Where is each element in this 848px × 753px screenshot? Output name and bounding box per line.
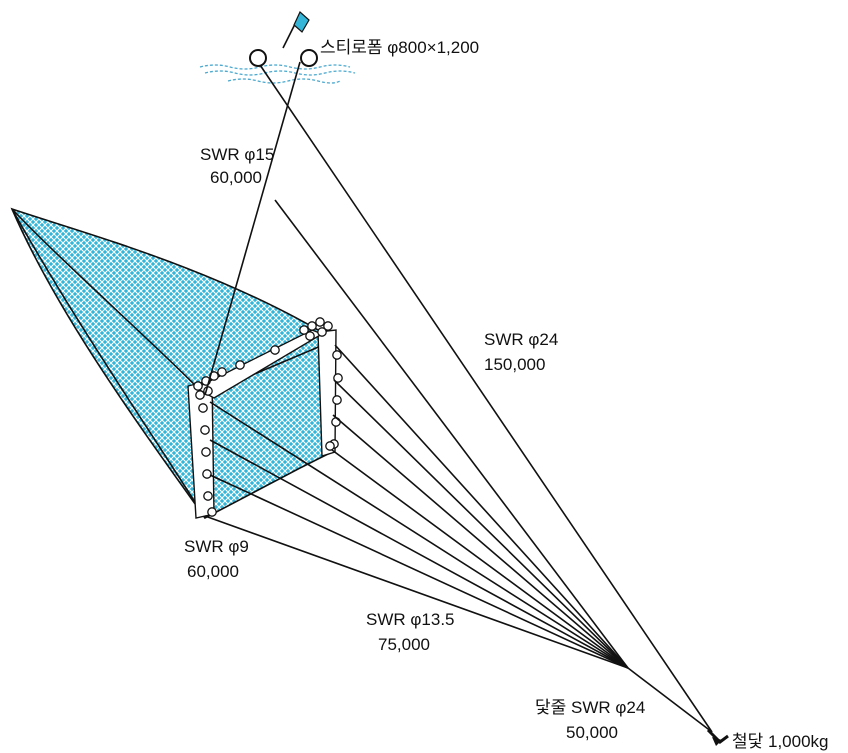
flag-icon	[282, 11, 310, 49]
float-ball	[270, 345, 280, 355]
float-ball	[332, 395, 342, 405]
rope-swr24-main	[257, 61, 713, 733]
float-ball	[317, 327, 327, 337]
float-ball	[307, 321, 317, 331]
buoy-icon	[300, 49, 318, 67]
rope-swr15-label: SWR φ15	[200, 145, 274, 164]
rope-swr24-value: 150,000	[484, 355, 545, 374]
anchor-rope-label: 닻줄 SWR φ24	[535, 698, 645, 717]
float-ball	[201, 447, 211, 457]
float-ball	[200, 425, 210, 435]
rope-anchor	[627, 667, 713, 733]
buoy-label: 스티로폼 φ800×1,200	[320, 38, 479, 57]
float-ball	[332, 350, 342, 360]
buoy-icon	[249, 49, 267, 67]
rope-swr13-value: 75,000	[378, 635, 430, 654]
float-ball	[325, 441, 335, 451]
float-ball	[198, 403, 208, 413]
float-ball	[202, 469, 212, 479]
rope-swr15	[204, 61, 301, 396]
rope-swr9-value: 60,000	[187, 562, 239, 581]
float-ball	[203, 491, 213, 501]
rope-branch-top	[274, 199, 629, 669]
float-ball	[195, 390, 205, 400]
float-ball	[315, 317, 325, 327]
rope-swr15-value: 60,000	[210, 168, 262, 187]
rope-swr9-label: SWR φ9	[184, 537, 249, 556]
anchor-icon	[706, 728, 729, 746]
water-surface	[199, 64, 356, 84]
float-ball	[193, 381, 203, 391]
float-ball	[323, 321, 333, 331]
ropes	[204, 61, 713, 733]
rope-swr13-label: SWR φ13.5	[366, 610, 455, 629]
net-body	[10, 207, 336, 520]
anchor-rope-value: 50,000	[566, 723, 618, 742]
anchor-label: 철닻 1,000kg	[732, 732, 829, 751]
float-ball	[305, 331, 315, 341]
float-ball	[217, 367, 227, 377]
float-ball	[333, 373, 343, 383]
float-ball	[207, 507, 217, 517]
float-ball	[235, 360, 245, 370]
net-frames	[187, 329, 337, 519]
rope-swr24-label: SWR φ24	[484, 330, 558, 349]
float-ball	[299, 325, 309, 335]
